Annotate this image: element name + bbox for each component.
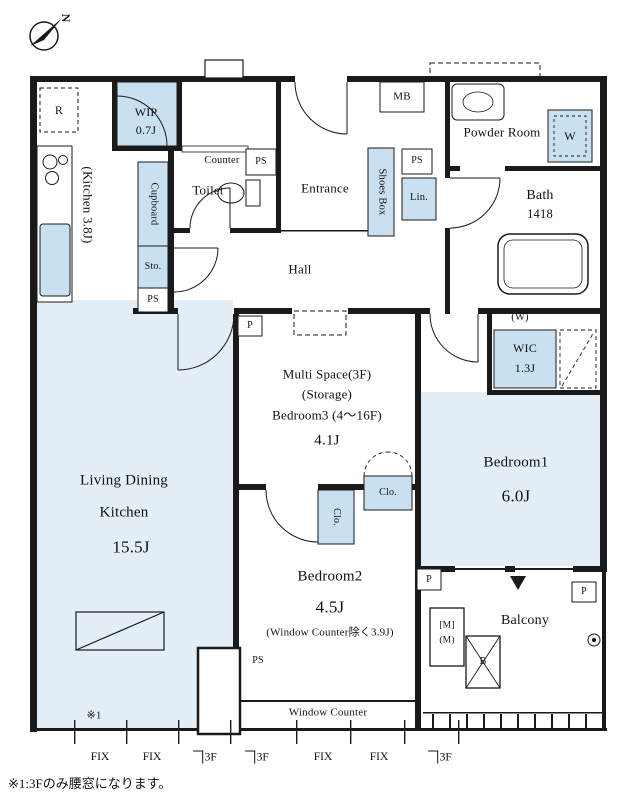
bedroom2-label: Bedroom2 [297,568,363,585]
wic-hatch [559,329,597,389]
window-counter-line [239,700,415,702]
storage-label: Sto. [144,261,162,272]
balcony-entry-marker [510,576,526,590]
compass-icon [29,18,62,51]
counter-label: Counter [204,154,240,166]
footnote: ※1:3Fのみ腰窓になります。 [8,776,172,791]
doors [116,81,501,543]
wic-label: WIC [513,341,537,355]
floor-tints [37,300,600,728]
multi-space-label-2: (Storage) [301,386,353,402]
cabinets [39,81,593,545]
compass-north-label: N [59,13,73,23]
balcony-grate [423,712,603,728]
bedroom1-size: 6.0J [501,486,531,506]
powder-room-label: Powder Room [463,124,541,140]
bathtub [497,233,589,295]
wip-label: WIP [134,105,158,119]
window-marker-fix-3: FIX [314,751,333,763]
balcony-equipment [429,607,501,689]
window-marker-label: FIX [369,751,389,763]
meter-box-label: MB [393,90,411,103]
bedroom1-label: Bedroom1 [483,454,549,471]
window-marker-label: FIX [142,751,162,763]
refrigerator-label: R [54,103,64,117]
linen-label: Lin. [409,191,429,203]
closet-bifold-doors [363,451,413,477]
powder-sink [451,83,505,121]
window-tick [193,750,204,764]
window-marker-label: 3F [204,751,217,764]
hall-label: Hall [288,261,312,277]
ldk-label-1: Living Dining [79,472,169,489]
window-ticks [74,720,460,744]
window-counter-label: Window Counter [288,706,368,719]
wic-size-label: 1.3J [514,361,536,375]
wip-size-label: 0.7J [135,123,157,137]
ps-label-top: PS [255,156,267,167]
closet1-label: Clo. [331,508,342,526]
kitchen-fixtures [36,145,73,303]
p-label-3: P [581,586,587,597]
walls [30,76,607,732]
kitchen-label: (Kitchen 3.8J) [80,166,96,244]
window-marker-fix-1: FIX [91,751,110,763]
washer-label: W [564,129,576,143]
window-marker-3f-3: 3F [428,750,452,764]
balcony-drain [587,633,601,647]
ps-label-left: PS [147,294,159,305]
ps-label-shoes: PS [411,155,423,166]
window-tick [245,750,256,764]
p-label-1: P [247,320,253,331]
dashed-annotations [293,62,541,336]
bath-size-label: 1418 [527,206,553,221]
entrance-label: Entrance [301,180,349,196]
washer-alt-label: (W) [511,311,529,323]
window-marker-label: FIX [90,751,110,763]
window-marker-3f-1: 3F [193,750,217,764]
ldk-size: 15.5J [112,537,150,557]
meter1-label: [M] [439,620,455,631]
balcony-label: Balcony [500,613,550,628]
ldk-label-2: Kitchen [99,504,149,521]
p-label-2: P [426,574,432,585]
window-tick [428,750,439,764]
window-marker-label: 3F [439,751,452,764]
window-marker-fix-2: FIX [143,751,162,763]
refrigerator-space [39,87,79,133]
entrance-step [281,230,368,232]
shoes-box-label: Shoes Box [376,168,388,216]
bedroom2-size: 4.5J [315,597,345,617]
bedroom2-note: (Window Counter除く3.9J) [266,626,394,639]
window-marker-fix-4: FIX [370,751,389,763]
toilet-counter [181,145,249,153]
window-marker-3f-2: 3F [245,750,269,764]
multi-space-label-1: Multi Space(3F) [282,366,372,382]
note-ref-label: ※1 [86,709,102,722]
ps-label-bottom: PS [252,655,264,666]
window-marker-label: 3F [256,751,269,764]
multi-space-label-3: Bedroom3 (4〜16F) [272,407,382,423]
multi-space-size: 4.1J [314,432,340,449]
hatch-label: B [479,656,487,667]
service-boxes [137,59,597,603]
toilet-fixture [217,179,261,207]
dining-table [75,611,165,651]
cupboard-label: Cupboard [148,182,160,226]
closet2-label: Clo. [379,487,397,498]
ps-duct-block [196,646,242,736]
bath-label: Bath [526,188,554,203]
toilet-label: Toilet [192,182,224,198]
meter2-label: (M) [439,635,455,646]
window-marker-label: FIX [313,751,333,763]
